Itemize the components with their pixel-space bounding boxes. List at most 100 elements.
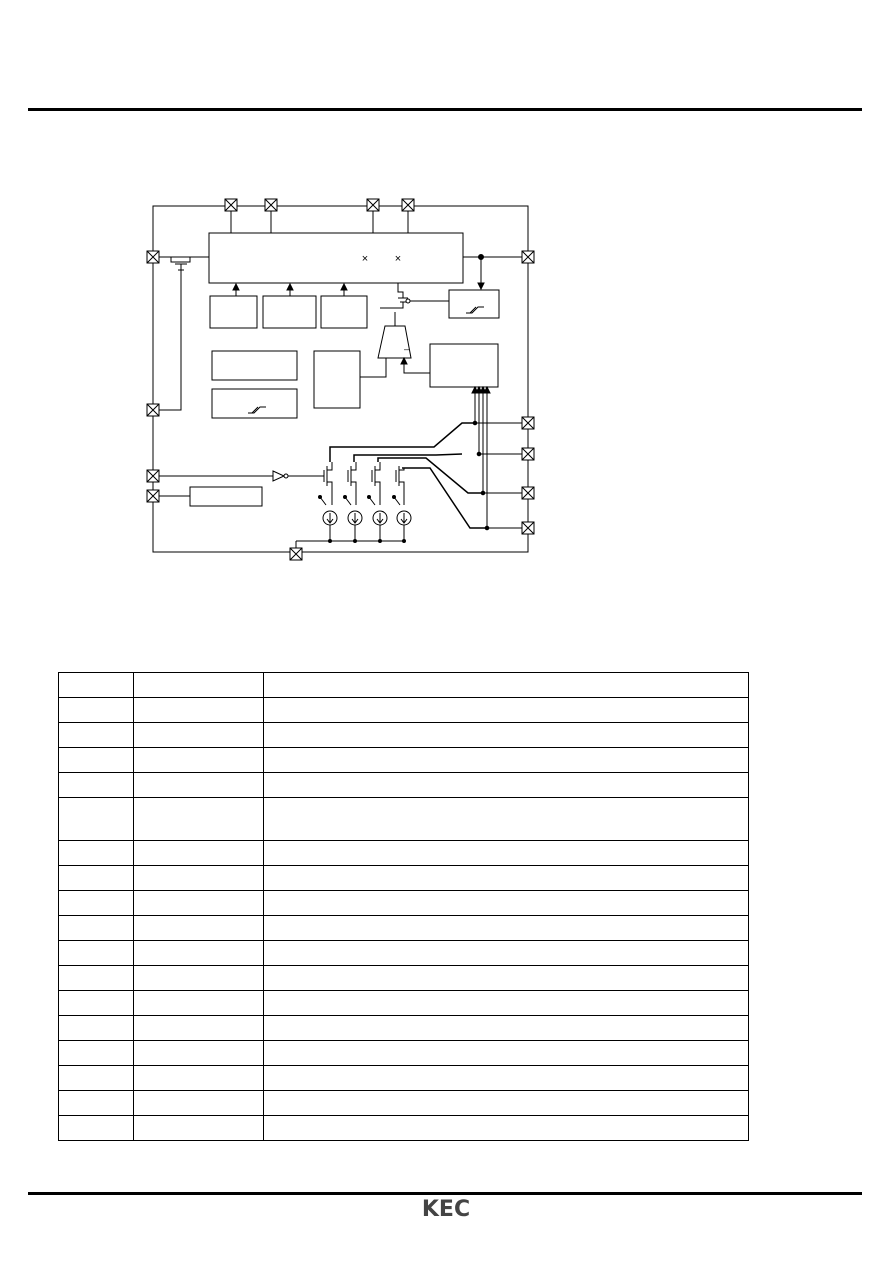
table-cell — [58, 865, 134, 891]
table-cell — [58, 990, 134, 1016]
table-row — [58, 1115, 749, 1141]
table-cell — [58, 1115, 134, 1141]
table-cell — [263, 722, 749, 748]
table-cell — [133, 915, 264, 941]
control-block — [429, 343, 499, 388]
table-cell — [133, 1090, 264, 1116]
pad-left-4 — [146, 489, 160, 503]
mult-b-label: × — [395, 253, 401, 265]
table-cell — [263, 1040, 749, 1066]
main-logic-block — [208, 232, 464, 284]
table-cell — [263, 672, 749, 698]
pad-top-3 — [366, 198, 380, 212]
table-cell — [263, 1115, 749, 1141]
current-source-3 — [372, 510, 388, 526]
table-cell — [133, 840, 264, 866]
table-cell — [263, 697, 749, 723]
current-source-1 — [322, 510, 338, 526]
table-cell — [263, 772, 749, 798]
table-cell — [263, 840, 749, 866]
table-cell — [263, 1065, 749, 1091]
table-row — [58, 990, 749, 1016]
table-cell — [58, 722, 134, 748]
pad-left-3 — [146, 469, 160, 483]
table-cell — [133, 965, 264, 991]
table-row — [58, 722, 749, 748]
table-row — [58, 772, 749, 798]
pad-left-1 — [146, 250, 160, 264]
kec-logo: KEC — [422, 1197, 470, 1220]
kec-logo-text: KEC — [422, 1197, 470, 1220]
table-row — [58, 747, 749, 773]
comparator-minus: – — [404, 344, 409, 354]
block-d — [211, 350, 298, 381]
table-cell — [133, 797, 264, 841]
header-rule — [28, 108, 862, 111]
inverter — [272, 470, 286, 482]
block-diagram: × × – — [146, 198, 535, 561]
table-cell — [58, 747, 134, 773]
table-cell — [58, 797, 134, 841]
table-cell — [133, 865, 264, 891]
table-cell — [133, 772, 264, 798]
table-cell — [133, 672, 264, 698]
pin-description-table — [58, 672, 749, 1141]
pad-top-4 — [401, 198, 415, 212]
table-row — [58, 890, 749, 916]
table-cell — [133, 1040, 264, 1066]
table-row — [58, 865, 749, 891]
table-row — [58, 840, 749, 866]
table-cell — [58, 697, 134, 723]
pad-right-5 — [521, 521, 535, 535]
table-cell — [133, 890, 264, 916]
table-cell — [263, 890, 749, 916]
table-cell — [133, 1065, 264, 1091]
table-cell — [58, 672, 134, 698]
table-cell — [58, 1065, 134, 1091]
table-cell — [58, 1040, 134, 1066]
pad-left-2 — [146, 403, 160, 417]
current-source-2 — [347, 510, 363, 526]
table-cell — [133, 1115, 264, 1141]
pad-bottom-1 — [289, 547, 303, 561]
table-cell — [263, 940, 749, 966]
table-row — [58, 1040, 749, 1066]
table-cell — [263, 915, 749, 941]
table-cell — [58, 965, 134, 991]
table-row — [58, 915, 749, 941]
block-a — [209, 295, 258, 329]
pad-right-3 — [521, 447, 535, 461]
table-cell — [263, 747, 749, 773]
current-source-4 — [396, 510, 412, 526]
table-row — [58, 797, 749, 841]
comparator — [377, 325, 412, 359]
table-row — [58, 965, 749, 991]
table-cell — [133, 940, 264, 966]
footer-rule — [28, 1192, 862, 1195]
table-cell — [133, 722, 264, 748]
table-cell — [263, 865, 749, 891]
block-g — [189, 486, 263, 507]
pad-top-1 — [224, 198, 238, 212]
table-cell — [263, 1090, 749, 1116]
pad-right-4 — [521, 486, 535, 500]
table-cell — [263, 1015, 749, 1041]
table-header-row — [58, 672, 749, 698]
schmitt-block — [448, 289, 500, 319]
table-cell — [58, 772, 134, 798]
table-cell — [58, 1090, 134, 1116]
table-row — [58, 1065, 749, 1091]
block-b — [262, 295, 317, 329]
table-cell — [58, 1015, 134, 1041]
table-cell — [133, 1015, 264, 1041]
table-cell — [133, 697, 264, 723]
table-cell — [58, 915, 134, 941]
pad-top-2 — [264, 198, 278, 212]
block-e — [211, 388, 298, 419]
table-cell — [263, 797, 749, 841]
table-row — [58, 1015, 749, 1041]
table-cell — [133, 747, 264, 773]
table-cell — [58, 940, 134, 966]
pad-right-2 — [521, 416, 535, 430]
table-cell — [133, 990, 264, 1016]
